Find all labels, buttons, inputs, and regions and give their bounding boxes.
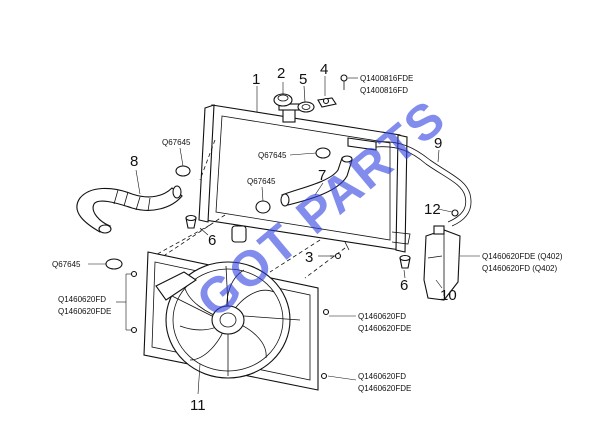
pn-fan-right-b: Q1460620FDE [358, 324, 411, 333]
callout-2: 2 [277, 65, 285, 82]
pn-clamp-top: Q67645 [162, 138, 191, 147]
callout-numbers: 1 2 5 4 8 7 9 12 6 3 6 10 11 [130, 61, 457, 414]
pn-fan-bottom-b: Q1460620FDE [358, 384, 411, 393]
pn-bolt-4-b: Q1400816FD [360, 86, 408, 95]
pn-clamp-mid2: Q67645 [247, 177, 276, 186]
hose-clamp [105, 147, 331, 270]
overflow-hose [375, 141, 472, 227]
callout-6-left: 6 [208, 232, 216, 249]
fan-shroud-assembly [130, 251, 330, 391]
bracket-bolt [317, 74, 348, 108]
coolant-reservoir [423, 225, 461, 301]
fastener-bolt [330, 252, 342, 260]
callout-4: 4 [320, 61, 328, 78]
pn-bolt-4-a: Q1400816FDE [360, 74, 413, 83]
callout-1: 1 [252, 71, 260, 88]
callout-3: 3 [305, 249, 313, 266]
callout-11: 11 [190, 397, 206, 414]
pn-fan-bottom-a: Q1460620FD [358, 372, 406, 381]
leader-lines [88, 76, 480, 395]
radiator-inlet-hose [280, 155, 353, 207]
callout-6-right: 6 [400, 277, 408, 294]
callout-8: 8 [130, 153, 138, 170]
callout-12: 12 [424, 201, 441, 218]
seal-ring [297, 101, 315, 113]
callout-9: 9 [434, 135, 442, 152]
mount-rubber [185, 214, 411, 269]
pn-clamp-mid1: Q67645 [258, 151, 287, 160]
part-number-labels: Q1400816FDE Q1400816FD Q67645 Q67645 Q67… [52, 74, 563, 393]
pn-fan-right-a: Q1460620FD [358, 312, 406, 321]
lower-radiator-hose [76, 185, 183, 234]
radiator-cap [273, 93, 293, 107]
callout-5: 5 [299, 71, 307, 88]
callout-10: 10 [440, 287, 457, 304]
pn-fan-left-b: Q1460620FDE [58, 307, 111, 316]
radiator [198, 103, 411, 253]
pn-reservoir-b: Q1460620FD (Q402) [482, 264, 557, 273]
pn-reservoir-a: Q1460620FDE (Q402) [482, 252, 563, 261]
pn-clamp-left: Q67645 [52, 260, 81, 269]
pn-fan-left-a: Q1460620FD [58, 295, 106, 304]
callout-7: 7 [318, 167, 326, 184]
